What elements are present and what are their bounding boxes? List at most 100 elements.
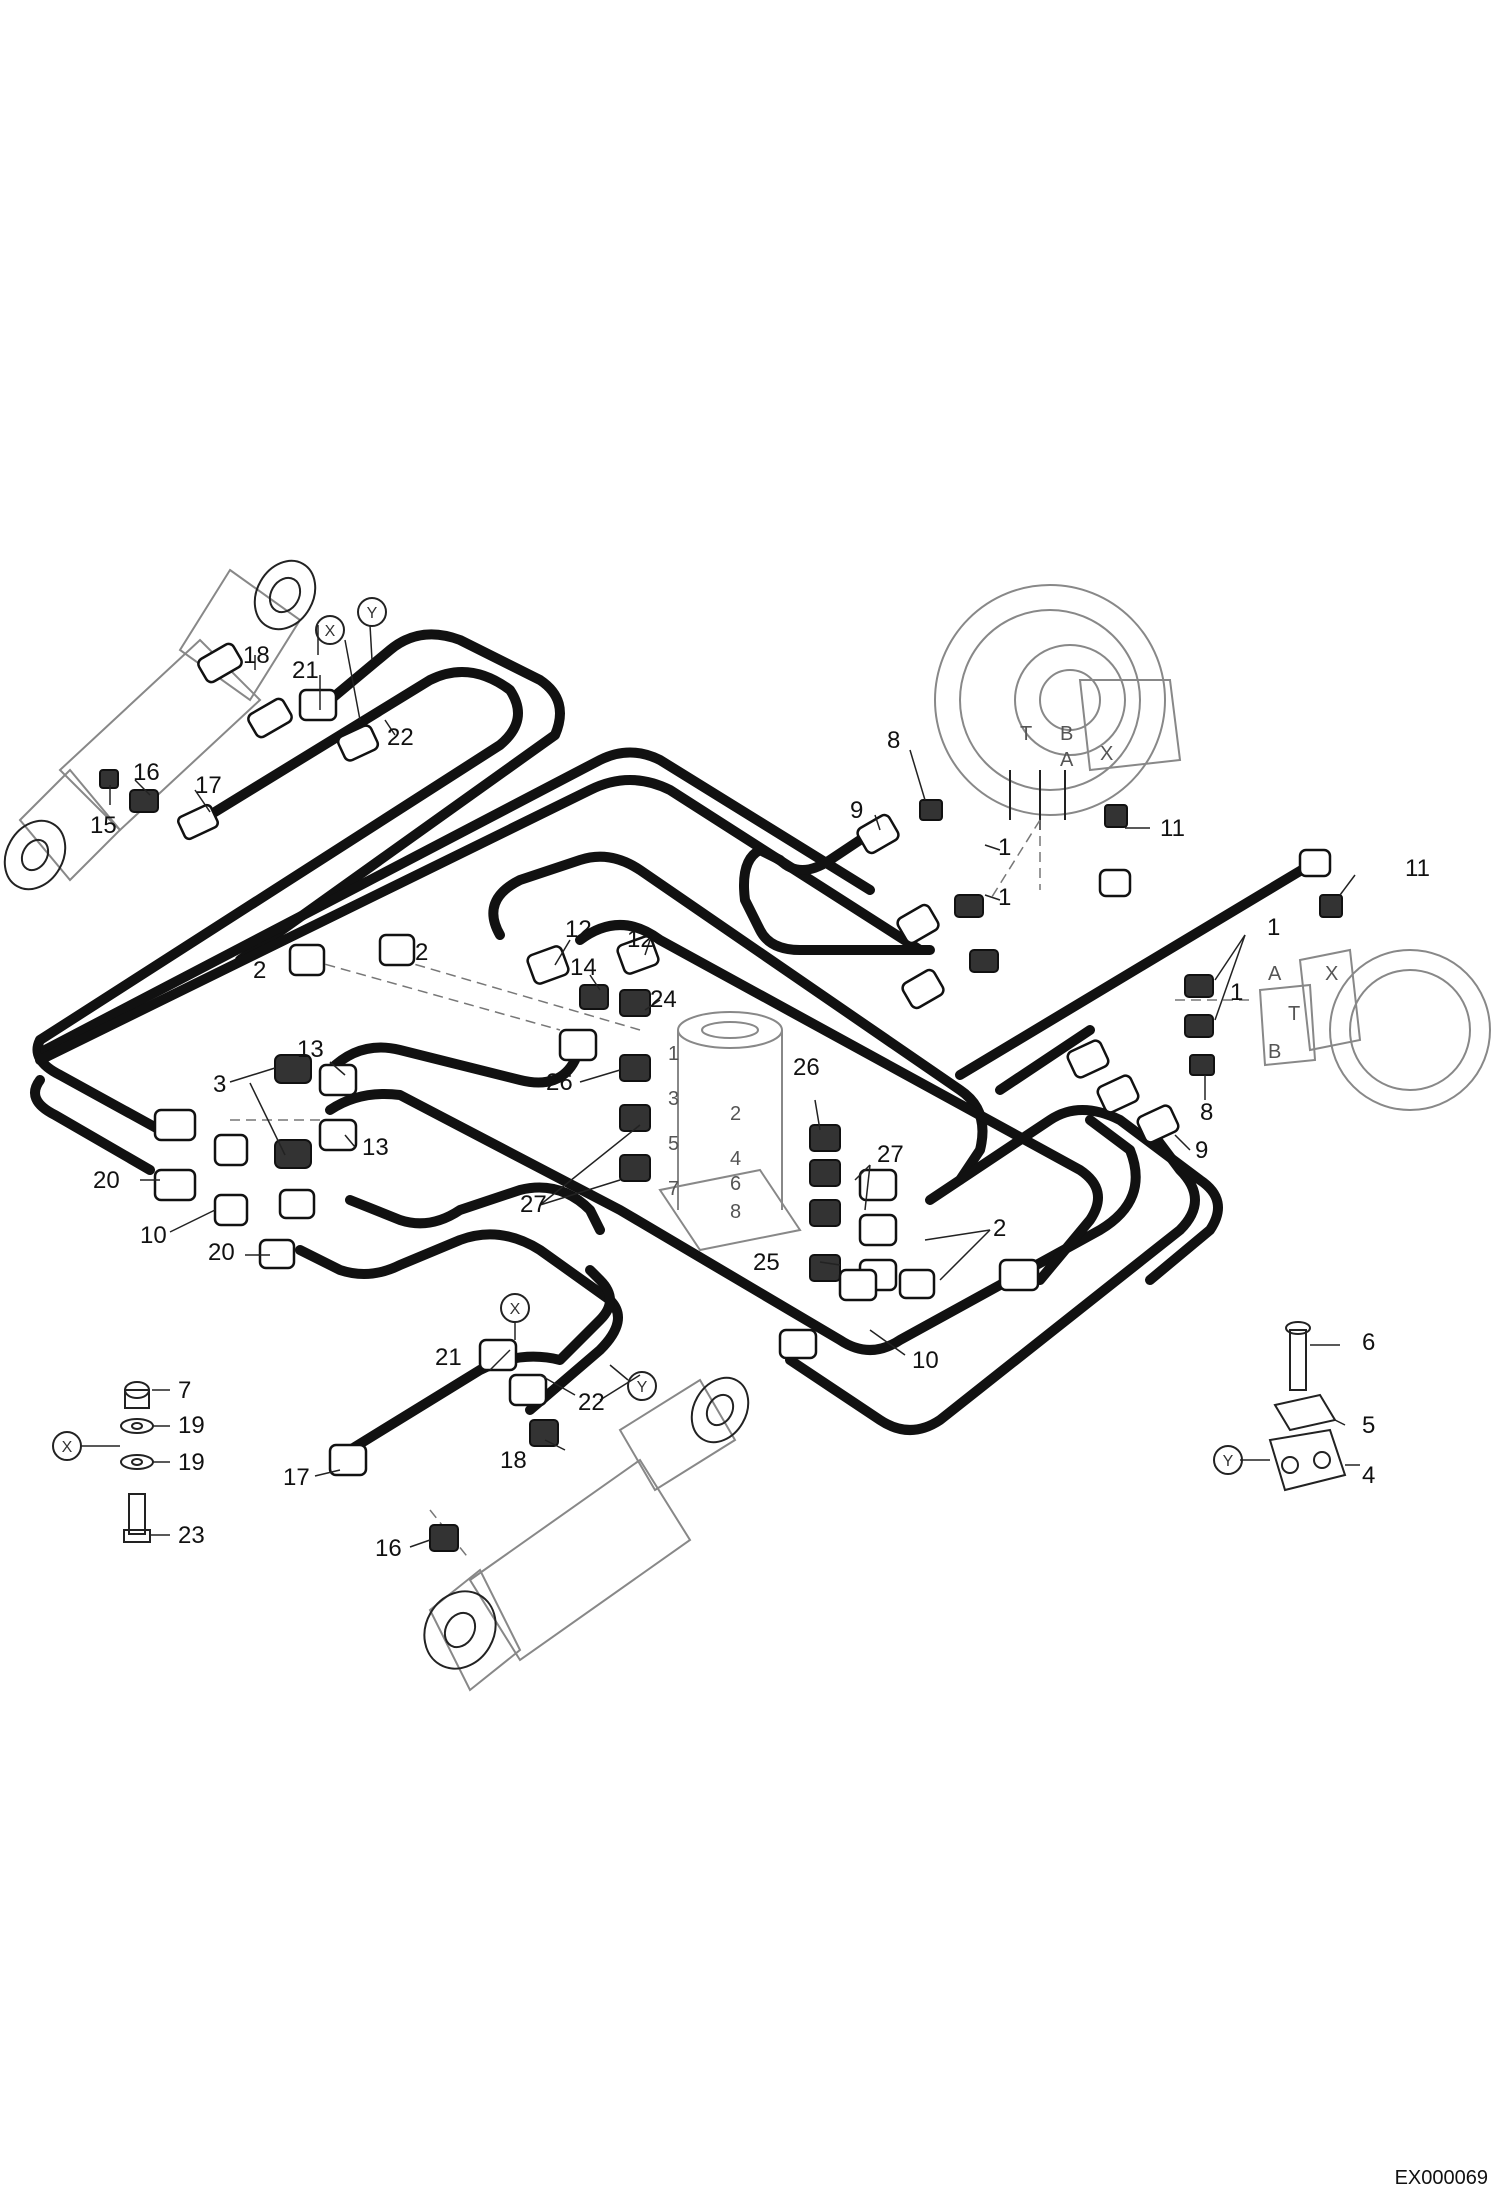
svg-text:B: B	[1060, 723, 1073, 745]
hose-main-run-3	[35, 775, 925, 1065]
callout-18: 18	[243, 642, 270, 669]
svg-text:1: 1	[668, 1043, 679, 1065]
svg-text:Y: Y	[1223, 1453, 1234, 1470]
svg-text:6: 6	[730, 1173, 741, 1195]
svg-text:X: X	[1325, 963, 1338, 985]
hose-swivel-to-right-1	[488, 851, 988, 1185]
marker-y-clamp: Y	[1213, 1445, 1243, 1475]
hose-main-run-2	[40, 747, 875, 1055]
svg-text:Y: Y	[637, 1379, 648, 1396]
callout-24: 24	[650, 986, 677, 1013]
svg-text:8: 8	[730, 1201, 741, 1223]
callout-19: 19	[178, 1412, 205, 1439]
callout-13: 13	[362, 1134, 389, 1161]
callout-22: 22	[578, 1389, 605, 1416]
hose-lower-route-4	[295, 1229, 623, 1415]
svg-text:7: 7	[668, 1178, 679, 1200]
svg-text:2: 2	[730, 1103, 741, 1125]
part-callouts: 1 1 1 1 2 2 2 3 4 5 6 7 8 8 9 9 10 10 11…	[90, 642, 1430, 1562]
callout-2: 2	[415, 939, 428, 966]
callout-26: 26	[546, 1069, 573, 1096]
marker-x-upper: X	[315, 615, 345, 645]
callout-27: 27	[520, 1191, 547, 1218]
callout-2: 2	[993, 1215, 1006, 1242]
callout-21: 21	[292, 657, 319, 684]
callout-12: 12	[565, 916, 592, 943]
callout-4: 4	[1362, 1462, 1375, 1489]
svg-text:A: A	[1268, 963, 1282, 985]
callout-20: 20	[93, 1167, 120, 1194]
callout-12: 12	[627, 926, 654, 953]
reference-markers: X Y X Y X Y	[52, 597, 1243, 1475]
marker-x-bolt-stack: X	[52, 1431, 82, 1461]
svg-text:T: T	[1288, 1003, 1300, 1025]
lower-cylinder	[423, 1376, 750, 1692]
rotary-swivel-joint: 1 2 3 4 5 6 7 8	[658, 1011, 802, 1252]
hose-lower-route-3	[345, 1182, 605, 1235]
callout-6: 6	[1362, 1329, 1375, 1356]
hose-swivel-to-right-2	[325, 1042, 580, 1088]
callout-17: 17	[195, 772, 222, 799]
callout-5: 5	[1362, 1412, 1375, 1439]
callout-21: 21	[435, 1344, 462, 1371]
callout-3: 3	[213, 1071, 226, 1098]
svg-text:X: X	[510, 1301, 521, 1318]
hose-lower-route-1	[325, 1089, 1141, 1355]
callout-27: 27	[877, 1141, 904, 1168]
callout-11: 11	[1160, 815, 1185, 842]
hose-from-motor-loop	[739, 835, 935, 955]
callout-23: 23	[178, 1522, 205, 1549]
bolt-washer-stack	[120, 1381, 154, 1543]
callout-2: 2	[253, 957, 266, 984]
svg-text:B: B	[1268, 1041, 1281, 1063]
callout-16: 16	[133, 759, 160, 786]
right-travel-motor: A X T B	[1258, 948, 1491, 1111]
callout-10: 10	[140, 1222, 167, 1249]
callout-8: 8	[1200, 1099, 1213, 1126]
callout-10: 10	[912, 1347, 939, 1374]
leader-lines	[80, 624, 1360, 1548]
svg-text:5: 5	[668, 1133, 679, 1155]
svg-text:X: X	[325, 623, 336, 640]
callout-14: 14	[570, 954, 597, 981]
hose-motor-right	[955, 860, 1315, 1080]
top-travel-motor: T B A X	[934, 584, 1182, 890]
marker-y-lower: Y	[627, 1371, 657, 1401]
hose-lower-right	[785, 1125, 1200, 1435]
marker-x-lower: X	[500, 1293, 530, 1323]
callout-22: 22	[387, 724, 414, 751]
marker-y-upper: Y	[357, 597, 387, 627]
callout-15: 15	[90, 812, 117, 839]
hose-lower-route-2	[575, 920, 1103, 1285]
callout-18: 18	[500, 1447, 527, 1474]
callout-16: 16	[375, 1535, 402, 1562]
callout-11: 11	[1405, 855, 1430, 882]
callout-1: 1	[998, 884, 1011, 911]
callout-1: 1	[998, 834, 1011, 861]
svg-text:A: A	[1060, 749, 1074, 771]
callout-13: 13	[297, 1036, 324, 1063]
callout-1: 1	[1230, 979, 1243, 1006]
svg-text:Y: Y	[367, 605, 378, 622]
clamp-assembly	[1268, 1321, 1347, 1492]
hose-right-return	[925, 1025, 1223, 1285]
svg-text:T: T	[1020, 723, 1032, 745]
hose-upper-cylinder-loop	[235, 629, 565, 965]
callout-9: 9	[1195, 1137, 1208, 1164]
callout-26: 26	[793, 1054, 820, 1081]
callout-20: 20	[208, 1239, 235, 1266]
callout-8: 8	[887, 727, 900, 754]
drawing-code: EX000069	[1395, 2167, 1488, 2189]
callout-19: 19	[178, 1449, 205, 1476]
svg-text:4: 4	[730, 1148, 741, 1170]
hose-main-run-4	[30, 1075, 155, 1175]
callout-1: 1	[1267, 914, 1280, 941]
hose-upper-cylinder-loop-2	[35, 667, 523, 1045]
upper-left-cylinder	[3, 559, 317, 891]
svg-text:X: X	[62, 1439, 73, 1456]
callout-17: 17	[283, 1464, 310, 1491]
svg-text:3: 3	[668, 1088, 679, 1110]
fittings	[99, 642, 1343, 1552]
callout-25: 25	[753, 1249, 780, 1276]
